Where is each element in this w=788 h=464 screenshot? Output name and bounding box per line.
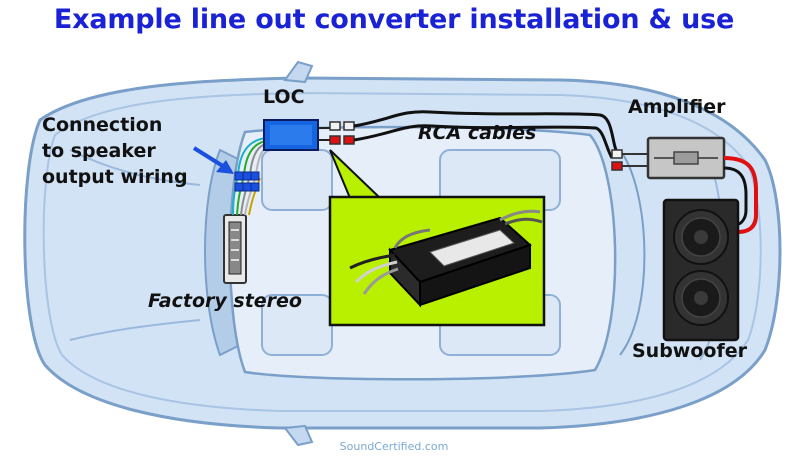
rca-cables-label: RCA cables — [418, 122, 537, 144]
amplifier-icon — [646, 136, 726, 180]
loc-device-icon — [263, 119, 330, 151]
arrow-icon — [192, 146, 234, 174]
loc-label: LOC — [263, 86, 305, 108]
loc-callout — [328, 149, 546, 327]
subwoofer-icon — [662, 198, 740, 342]
page-title: Example line out converter installation … — [53, 4, 735, 35]
connection-label-line1: Connection — [42, 114, 163, 136]
rca-cables — [353, 110, 648, 171]
speaker-wire-red — [723, 156, 758, 234]
connection-label-line3: output wiring — [42, 166, 188, 188]
footer-credit: SoundCertified.com — [339, 440, 449, 453]
speaker-wire-black — [723, 166, 748, 226]
amplifier-label: Amplifier — [628, 96, 726, 118]
factory-stereo-label: Factory stereo — [148, 290, 302, 312]
connection-label-line2: to speaker — [42, 140, 156, 162]
speaker-output-wires — [232, 137, 267, 216]
stereo-icon — [223, 214, 247, 284]
subwoofer-label: Subwoofer — [632, 340, 747, 362]
